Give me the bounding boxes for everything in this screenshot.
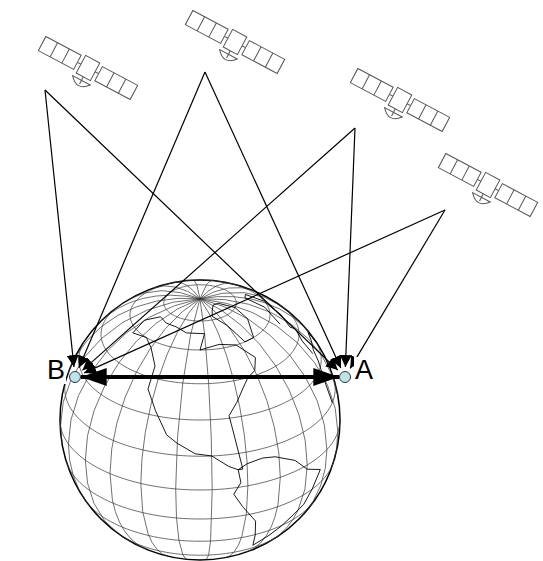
point-label: B — [46, 357, 66, 384]
signal-arrow — [345, 128, 355, 367]
signal-arrow — [45, 90, 338, 370]
signal-arrow — [45, 90, 74, 367]
baseline-arrow — [81, 375, 339, 379]
station-point: A — [339, 371, 351, 383]
satellite — [33, 35, 139, 110]
coastline — [234, 457, 321, 546]
signal-arrow — [79, 72, 205, 368]
point-label: A — [354, 357, 374, 384]
signal-arrow — [205, 72, 341, 368]
coastline — [308, 333, 332, 403]
coastline — [245, 294, 313, 353]
signal-arrow — [82, 128, 355, 370]
coastline — [133, 317, 256, 470]
signal-arrow — [350, 210, 445, 368]
globe-outline — [60, 280, 340, 560]
satellite — [180, 9, 286, 84]
station-point: B — [69, 371, 81, 383]
coastline — [212, 303, 253, 342]
satellite — [345, 67, 451, 142]
satellite — [433, 152, 539, 227]
graticule — [60, 280, 340, 560]
signal-arrow — [84, 210, 445, 373]
